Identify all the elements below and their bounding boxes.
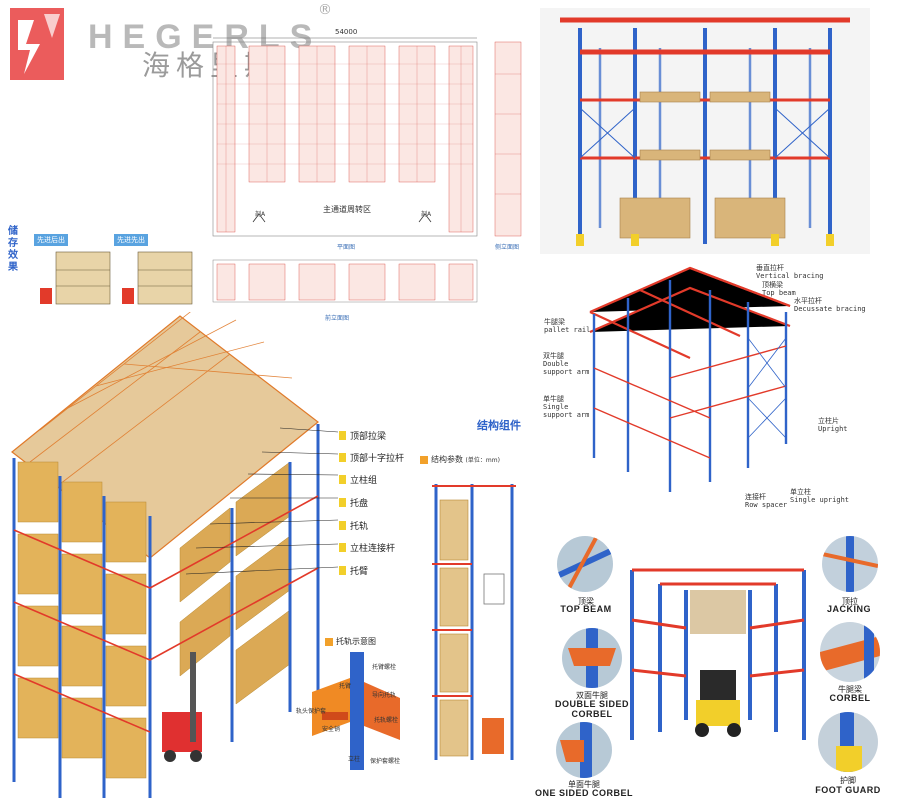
- top-beam-en: TOP BEAM: [560, 604, 612, 614]
- jacking-cn: 顶拉: [842, 597, 858, 606]
- foot-guard-cn: 护脚: [840, 776, 856, 785]
- callout-top-cross-brace: 顶部十字拉杆: [339, 447, 411, 464]
- rail-diagram-svg: [312, 652, 400, 770]
- one-sided-corbel-cn: 单面牛腿: [568, 780, 600, 789]
- double-corbel-cn: 双面牛腿: [576, 691, 608, 700]
- corbel-cn: 牛腿梁: [838, 685, 862, 694]
- rail-label-arm-bolt: 托臂螺栓: [372, 664, 397, 671]
- section-a2-label: 剖A: [421, 211, 432, 218]
- callout-upright-group: 立柱组: [339, 469, 411, 486]
- double-corbel-photo: [562, 628, 622, 688]
- corbel-en: CORBEL: [829, 693, 871, 703]
- top-beam-photo: [557, 536, 613, 592]
- aisle-label: 主通道周转区: [323, 205, 371, 214]
- storage-effect-title: 储存效果: [8, 226, 18, 273]
- storage-effect-svg: [40, 251, 193, 305]
- callout-pallet: 托盘: [339, 492, 411, 509]
- rail-label-guard-bolt: 保护套螺栓: [370, 758, 401, 765]
- isometric-rack-svg: [11, 297, 339, 798]
- double-corbel-en: DOUBLE SIDED CORBEL: [554, 699, 629, 719]
- one-sided-corbel-photo: [556, 722, 612, 778]
- front-caption: 前立面图: [325, 315, 350, 322]
- one-sided-corbel-en: ONE SIDED CORBEL: [534, 788, 633, 798]
- rail-diagram: [292, 652, 420, 774]
- parts-center-svg: [630, 568, 806, 740]
- structure-title: 结构组件: [477, 419, 521, 432]
- registered-mark: ®: [318, 2, 332, 18]
- storage-left-tag: 先进后出: [34, 234, 68, 246]
- corbel-photo: [820, 622, 880, 682]
- rail-label-head-guard: 轨头保护套: [296, 708, 327, 715]
- callout-rail: 托轨: [339, 515, 411, 532]
- structure-params: 结构参数 (单位：mm): [420, 454, 500, 465]
- top-beam-cn: 顶梁: [578, 597, 594, 606]
- storage-right-tag: 先进先出: [114, 234, 148, 246]
- isometric-rack: [0, 297, 340, 800]
- callout-upright-connector: 立柱连接杆: [339, 537, 411, 554]
- components-diagram: [580, 258, 800, 510]
- components-diagram-svg: [589, 266, 791, 492]
- jacking-en: JACKING: [826, 604, 871, 614]
- plan-drawing-svg: [212, 37, 522, 303]
- brand-logo-icon: [10, 8, 64, 80]
- foot-guard-en: FOOT GUARD: [815, 785, 881, 795]
- parts-center-render: [620, 560, 816, 746]
- section-a-label: 剖A: [255, 211, 266, 218]
- rail-label-upright: 立柱: [348, 756, 361, 763]
- structure-elevation-svg: [432, 484, 516, 760]
- storage-effect: 储存效果 先进后出 先进先出: [4, 222, 204, 318]
- rack-render-svg: [540, 8, 870, 254]
- side-caption: 侧立面图: [495, 244, 520, 251]
- rail-label-guide: 导向托轨: [372, 692, 397, 699]
- rail-label-safety-pin: 安全销: [322, 726, 341, 733]
- rail-label-arm: 托臂: [339, 683, 352, 690]
- drive-in-rack-render: [540, 8, 870, 254]
- jacking-photo: [822, 536, 878, 592]
- foot-guard-photo: [818, 712, 878, 772]
- top-dimension: 54000: [335, 28, 358, 36]
- rail-diagram-title: 托轨示意图: [325, 636, 376, 647]
- callout-top-tie-beam: 顶部拉梁: [339, 425, 411, 442]
- structure-elevation: [424, 478, 524, 766]
- rail-label-rail-bolt: 托轨螺栓: [374, 717, 399, 724]
- callout-support-arm: 托臂: [339, 560, 411, 577]
- plan-drawing: 54000 主通道周转区 平面图 侧立面图 前立面图 剖A 剖A: [205, 24, 535, 324]
- plan-caption: 平面图: [337, 244, 356, 251]
